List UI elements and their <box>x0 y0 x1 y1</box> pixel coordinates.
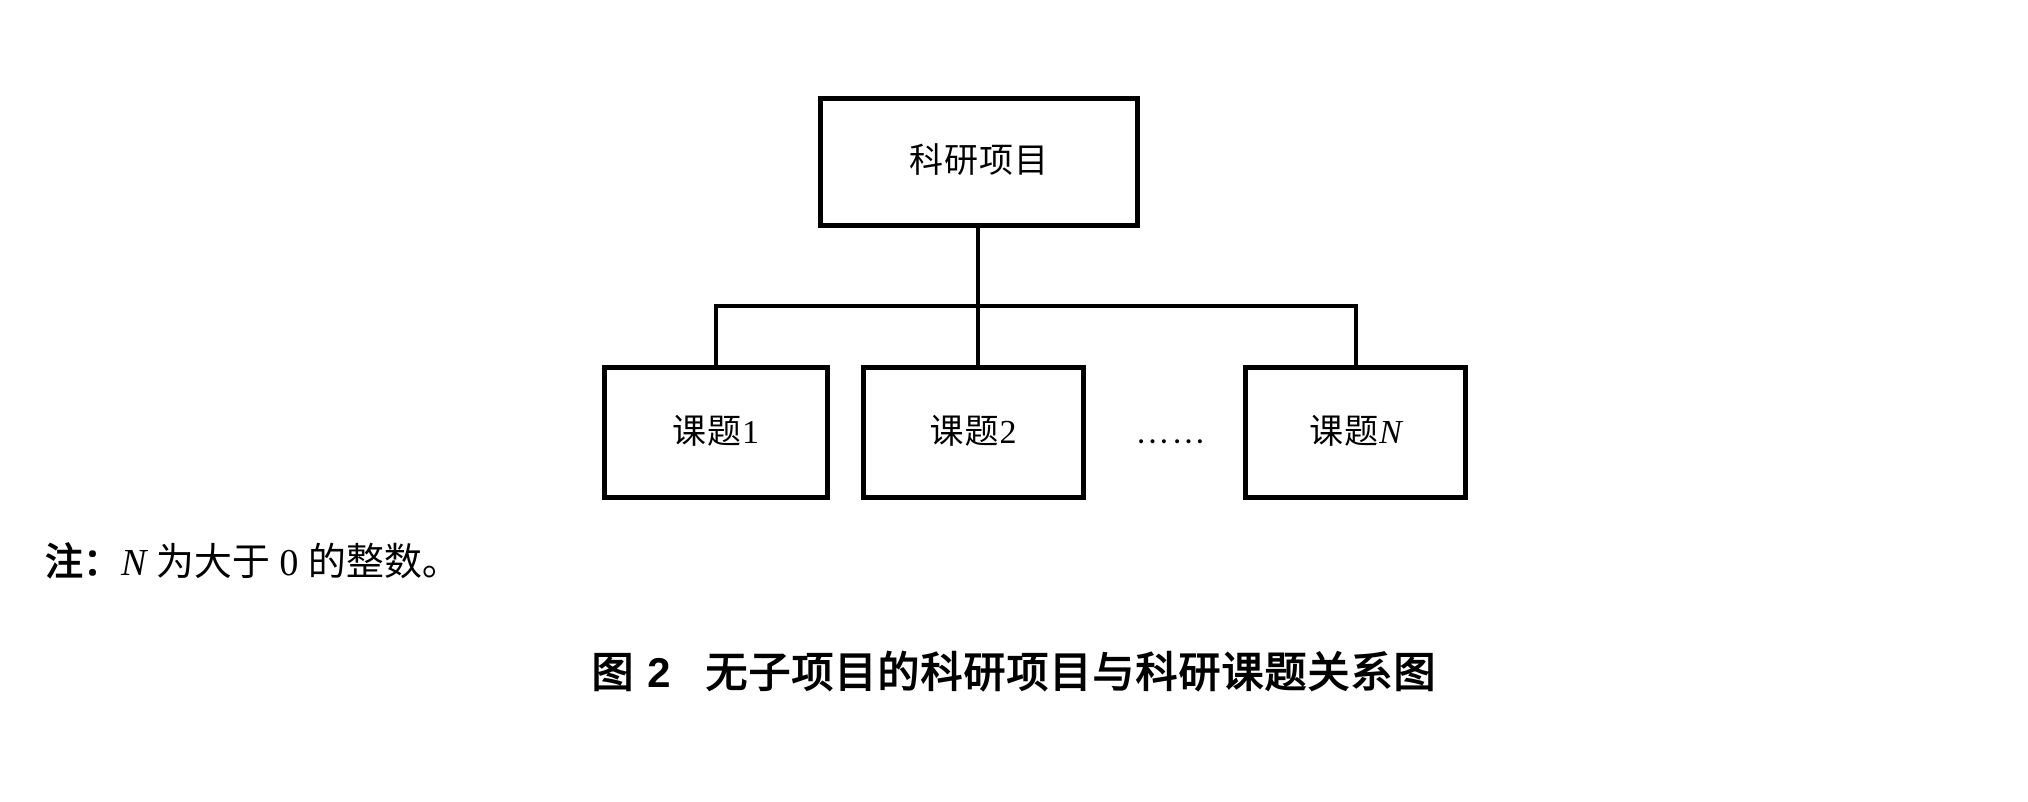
connector-trunk-vertical <box>976 228 980 308</box>
tree-diagram: 科研项目 课题1 课题2 课题N …… <box>602 96 1468 500</box>
node-subject-1-base: 课题 <box>672 413 742 451</box>
ellipsis-icon: …… <box>1135 414 1208 451</box>
node-root-label: 科研项目 <box>909 143 1049 180</box>
node-subject-2-index: 2 <box>999 413 1018 451</box>
node-subject-1-label: 课题1 <box>672 413 760 451</box>
figure-caption: 图 2 无子项目的科研项目与科研课题关系图 <box>0 648 2028 698</box>
note-text-before-zero: 为大于 <box>146 542 280 584</box>
note-zero: 0 <box>279 542 299 584</box>
caption-number: 图 2 <box>591 649 672 696</box>
connector-drop-child-3 <box>1354 304 1358 366</box>
connector-horizontal-bus <box>714 304 1358 308</box>
node-subject-2-base: 课题 <box>929 413 1000 451</box>
node-subject-2: 课题2 <box>861 365 1086 500</box>
note-lead: 注： <box>45 542 122 584</box>
node-subject-n-index: N <box>1379 413 1402 451</box>
node-research-project: 科研项目 <box>818 96 1140 228</box>
node-subject-2-label: 课题2 <box>929 413 1018 451</box>
node-subject-1: 课题1 <box>602 365 830 500</box>
node-subject-n: 课题N <box>1243 365 1468 500</box>
node-subject-n-base: 课题 <box>1309 413 1380 451</box>
caption-title: 无子项目的科研项目与科研课题关系图 <box>705 649 1437 696</box>
node-subject-n-label: 课题N <box>1309 413 1402 451</box>
note-text-after-zero: 的整数。 <box>298 542 460 584</box>
node-subject-1-index: 1 <box>742 413 760 451</box>
connector-drop-child-2 <box>976 304 980 366</box>
figure-note: 注：N 为大于 0 的整数。 <box>45 540 460 588</box>
note-variable: N <box>121 542 147 584</box>
connector-drop-child-1 <box>714 304 718 366</box>
